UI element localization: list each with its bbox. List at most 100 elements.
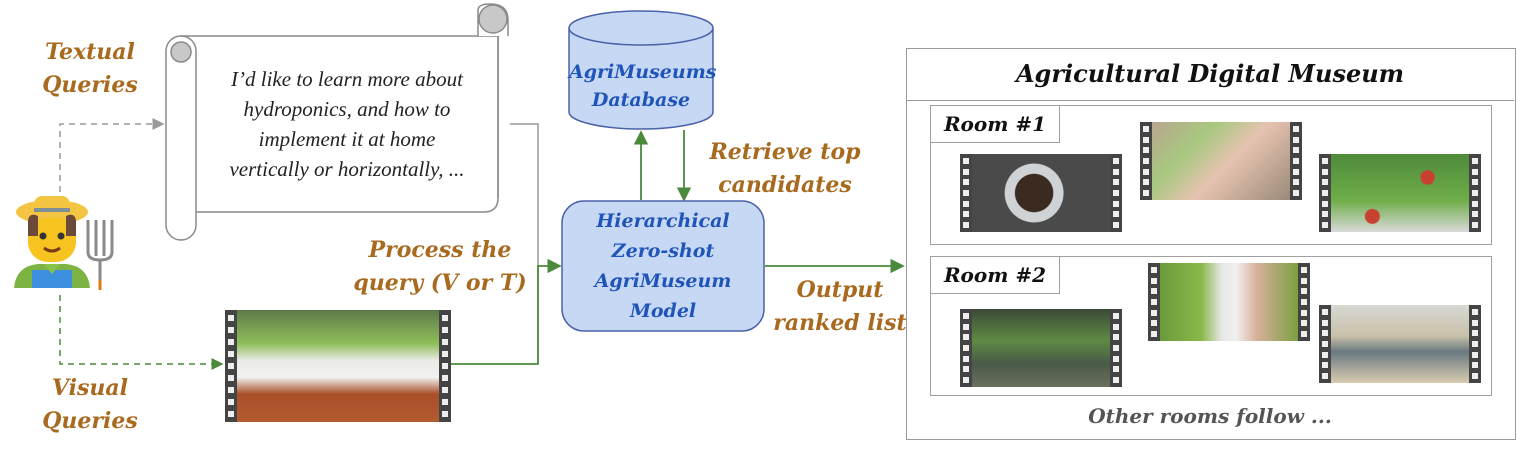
text-line: implement it at home bbox=[258, 127, 436, 151]
film-sprocket bbox=[1322, 168, 1328, 175]
other-rooms-note: Other rooms follow ... bbox=[1088, 404, 1332, 428]
film-sprocket bbox=[963, 344, 969, 351]
room-1-video-2[interactable] bbox=[1140, 122, 1302, 200]
text-line: vertically or horizontally, ... bbox=[229, 157, 465, 181]
film-sprocket bbox=[963, 211, 969, 218]
video-thumbnail bbox=[1152, 122, 1290, 200]
video-to-model-arrow bbox=[450, 258, 562, 365]
film-sprocket bbox=[442, 327, 448, 333]
film-sprocket bbox=[1143, 189, 1149, 196]
film-sprocket bbox=[963, 189, 969, 196]
room-2-video-3[interactable] bbox=[1319, 305, 1481, 383]
film-sprocket bbox=[963, 221, 969, 228]
film-sprocket bbox=[1151, 330, 1157, 337]
room-1-label: Room #1 bbox=[931, 106, 1060, 143]
film-sprocket bbox=[963, 334, 969, 341]
film-sprocket bbox=[228, 375, 234, 381]
film-sprocket bbox=[1113, 221, 1119, 228]
video-thumbnail bbox=[237, 310, 439, 422]
film-sprocket bbox=[1143, 168, 1149, 175]
film-sprocket bbox=[1322, 179, 1328, 186]
film-sprocket bbox=[1322, 340, 1328, 347]
film-sprocket bbox=[1472, 179, 1478, 186]
film-sprocket bbox=[1143, 126, 1149, 133]
film-sprocket bbox=[1322, 319, 1328, 326]
output-ranked-list-label: Output ranked list bbox=[770, 274, 910, 340]
film-sprocket bbox=[1322, 158, 1328, 165]
film-sprocket bbox=[1322, 351, 1328, 358]
film-sprocket bbox=[1322, 372, 1328, 379]
film-sprocket bbox=[1113, 158, 1119, 165]
room-1-video-3[interactable] bbox=[1319, 154, 1481, 232]
film-strip-edge bbox=[961, 311, 971, 385]
visual-query-video[interactable] bbox=[225, 310, 451, 422]
film-sprocket bbox=[1143, 179, 1149, 186]
museum-title: Agricultural Digital Museum bbox=[906, 48, 1514, 101]
room-2-video-1[interactable] bbox=[960, 309, 1122, 387]
film-sprocket bbox=[442, 315, 448, 321]
retrieve-candidates-label: Retrieve top candidates bbox=[700, 136, 870, 202]
text-query-content: I’d like to learn more about hydroponics… bbox=[198, 64, 496, 184]
film-strip-edge bbox=[1291, 124, 1301, 198]
film-sprocket bbox=[1113, 313, 1119, 320]
film-sprocket bbox=[1472, 168, 1478, 175]
film-strip-edge bbox=[1111, 156, 1121, 230]
film-sprocket bbox=[1322, 221, 1328, 228]
film-sprocket bbox=[1322, 330, 1328, 337]
film-sprocket bbox=[228, 339, 234, 345]
label-line: Model bbox=[629, 300, 697, 322]
room-1-video-1[interactable] bbox=[960, 154, 1122, 232]
film-sprocket bbox=[1472, 362, 1478, 369]
film-sprocket bbox=[1293, 157, 1299, 164]
video-thumbnail bbox=[1331, 154, 1469, 232]
film-sprocket bbox=[1472, 221, 1478, 228]
film-sprocket bbox=[1293, 189, 1299, 196]
label-line: Hierarchical bbox=[596, 210, 730, 232]
text-line: hydroponics, and how to bbox=[243, 97, 451, 121]
farmer-icon bbox=[8, 190, 118, 290]
film-strip-edge bbox=[226, 312, 236, 420]
film-strip-edge bbox=[1470, 307, 1480, 381]
film-sprocket bbox=[1151, 298, 1157, 305]
text-query-scroll bbox=[165, 3, 509, 241]
film-sprocket bbox=[1301, 320, 1307, 327]
text-to-model-line bbox=[510, 123, 539, 266]
model-box bbox=[561, 200, 765, 332]
label-line: Zero-shot bbox=[611, 240, 715, 262]
film-sprocket bbox=[963, 376, 969, 383]
film-sprocket bbox=[228, 411, 234, 417]
film-sprocket bbox=[1293, 136, 1299, 143]
video-thumbnail bbox=[1160, 263, 1298, 341]
label-line: ranked list bbox=[773, 310, 907, 336]
film-strip-edge bbox=[961, 156, 971, 230]
film-sprocket bbox=[1322, 211, 1328, 218]
film-sprocket bbox=[442, 339, 448, 345]
film-sprocket bbox=[963, 179, 969, 186]
model-label: Hierarchical Zero-shot AgriMuseum Model bbox=[562, 206, 764, 326]
film-sprocket bbox=[1143, 147, 1149, 154]
film-sprocket bbox=[442, 375, 448, 381]
film-strip-edge bbox=[1141, 124, 1151, 198]
film-strip-edge bbox=[1111, 311, 1121, 385]
film-sprocket bbox=[1472, 319, 1478, 326]
database-cylinder bbox=[568, 10, 714, 130]
film-sprocket bbox=[1293, 168, 1299, 175]
film-sprocket bbox=[1293, 179, 1299, 186]
film-sprocket bbox=[1113, 189, 1119, 196]
room-2-video-2[interactable] bbox=[1148, 263, 1310, 341]
label-line: Process the bbox=[368, 237, 512, 263]
label-line: Queries bbox=[42, 408, 138, 434]
film-sprocket bbox=[1472, 189, 1478, 196]
film-sprocket bbox=[1472, 200, 1478, 207]
film-sprocket bbox=[1472, 309, 1478, 316]
film-sprocket bbox=[1301, 330, 1307, 337]
video-thumbnail bbox=[1331, 305, 1469, 383]
film-sprocket bbox=[1472, 372, 1478, 379]
film-sprocket bbox=[228, 399, 234, 405]
film-sprocket bbox=[1322, 189, 1328, 196]
film-sprocket bbox=[228, 327, 234, 333]
film-sprocket bbox=[963, 168, 969, 175]
film-sprocket bbox=[1293, 147, 1299, 154]
room-2-label: Room #2 bbox=[931, 257, 1060, 294]
video-thumbnail bbox=[972, 154, 1110, 232]
